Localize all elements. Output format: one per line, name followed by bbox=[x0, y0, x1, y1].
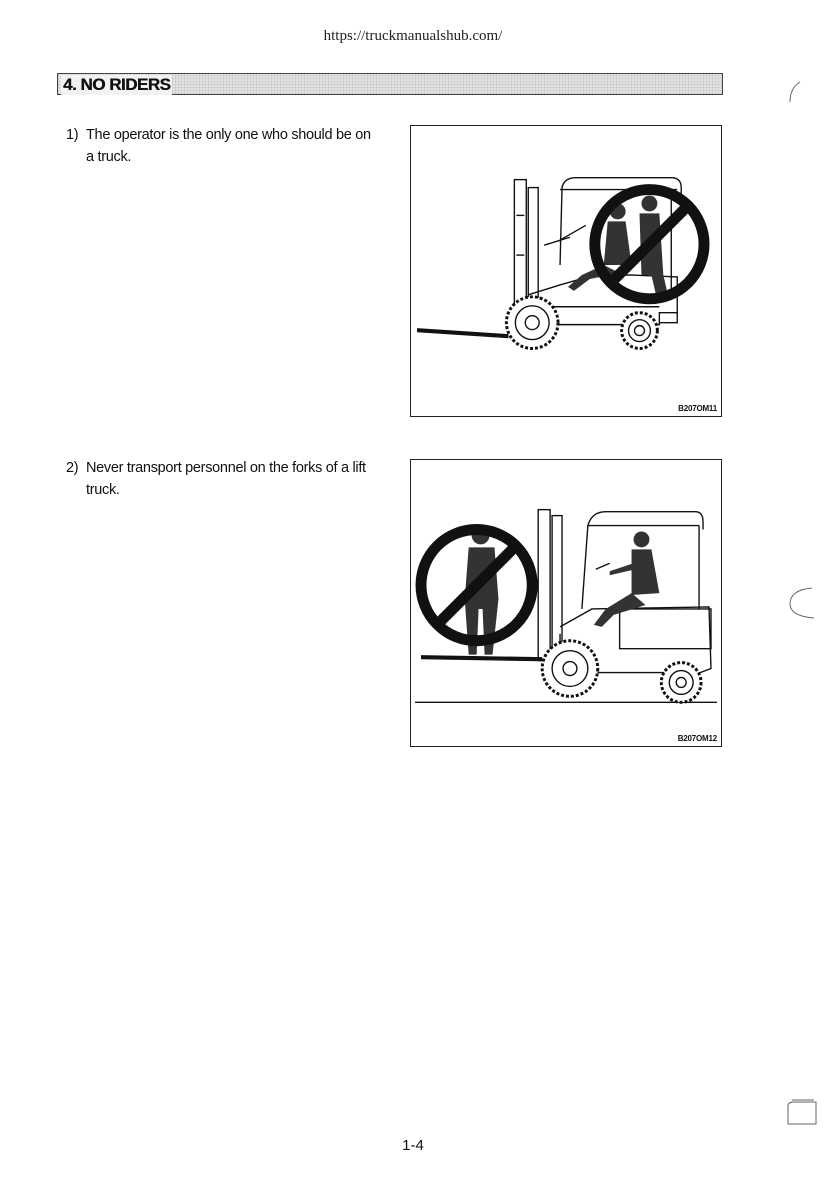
item-number: 2) bbox=[66, 460, 79, 476]
instruction-item-2: 2) Never transport personnel on the fork… bbox=[66, 457, 378, 501]
binder-hole-mark bbox=[789, 81, 801, 103]
figure-no-passenger: B207OM11 bbox=[410, 125, 722, 417]
figure-no-fork-riders: B207OM12 bbox=[410, 459, 722, 747]
page-number: 1-4 bbox=[402, 1137, 424, 1154]
binder-edge-mark bbox=[787, 1099, 817, 1125]
binder-tab-mark bbox=[789, 587, 815, 619]
figure-code: B207OM12 bbox=[677, 734, 718, 743]
section-header-bar: 4. NO RIDERS bbox=[57, 73, 723, 95]
section-title: 4. NO RIDERS bbox=[61, 75, 173, 95]
forklift-with-passenger-illustration bbox=[416, 176, 710, 350]
item-number: 1) bbox=[66, 127, 79, 143]
item-text: Never transport personnel on the forks o… bbox=[86, 460, 366, 498]
instruction-item-1: 1) The operator is the only one who shou… bbox=[66, 124, 378, 168]
source-url: https://truckmanualshub.com/ bbox=[323, 28, 503, 44]
forklift-fork-rider-illustration bbox=[415, 508, 717, 704]
item-text: The operator is the only one who should … bbox=[86, 127, 371, 165]
figure-code: B207OM11 bbox=[678, 404, 717, 413]
